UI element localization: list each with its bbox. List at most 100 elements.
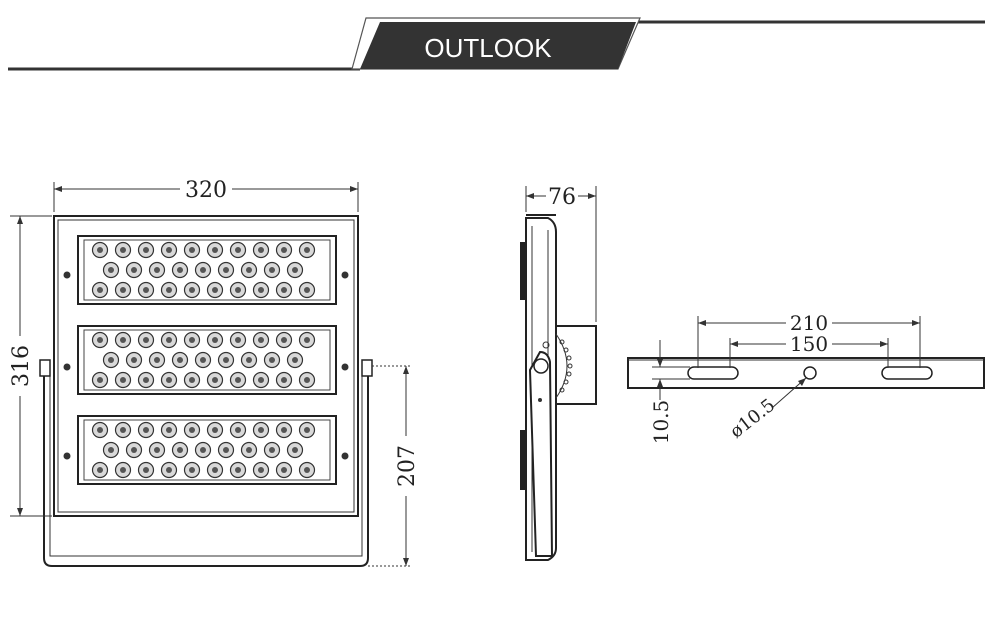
led-lens	[183, 241, 201, 259]
led-lens	[148, 441, 166, 459]
led-lens	[137, 461, 155, 479]
led-lens	[275, 281, 293, 299]
dim-front-height: 316	[9, 345, 34, 387]
led-lens	[229, 241, 247, 259]
led-lens	[171, 441, 189, 459]
led-lens	[160, 241, 178, 259]
led-lens	[206, 421, 224, 439]
led-lens	[183, 421, 201, 439]
led-lens	[240, 351, 258, 369]
led-lens	[160, 371, 178, 389]
led-lens	[183, 461, 201, 479]
led-lens	[298, 461, 316, 479]
led-lens	[252, 421, 270, 439]
outlook-banner: OUTLOOK	[8, 17, 985, 71]
led-lens	[252, 241, 270, 259]
led-lens	[240, 441, 258, 459]
led-lens	[114, 281, 132, 299]
led-lens	[91, 331, 109, 349]
dim-mount-height: 207	[395, 445, 420, 487]
led-lens	[183, 281, 201, 299]
led-lens	[160, 281, 178, 299]
led-lens	[298, 331, 316, 349]
led-lens	[183, 331, 201, 349]
led-lens	[183, 371, 201, 389]
bracket-slot-left	[687, 366, 739, 380]
led-lens	[263, 441, 281, 459]
led-module	[77, 415, 337, 485]
led-lens	[252, 461, 270, 479]
led-lens	[114, 331, 132, 349]
led-lens	[160, 331, 178, 349]
led-lens	[114, 371, 132, 389]
side-fin-bottom	[520, 430, 526, 490]
led-lens	[125, 261, 143, 279]
led-lens	[206, 331, 224, 349]
dim-bracket-outer: 210	[790, 311, 828, 335]
led-lens	[217, 351, 235, 369]
led-lens	[298, 421, 316, 439]
led-lens	[263, 261, 281, 279]
led-lens	[137, 281, 155, 299]
led-lens	[91, 241, 109, 259]
side-driver-box	[555, 325, 597, 405]
led-lens	[160, 461, 178, 479]
led-lens	[125, 441, 143, 459]
front-view: 320 316 207	[9, 178, 420, 567]
led-lens	[229, 461, 247, 479]
led-lens	[275, 421, 293, 439]
led-lens	[137, 331, 155, 349]
page-title: OUTLOOK	[424, 33, 552, 63]
led-lens	[194, 441, 212, 459]
led-lens	[298, 281, 316, 299]
bracket-center-hole	[803, 366, 817, 380]
led-lens	[206, 371, 224, 389]
dim-hole-diameter: ø10.5	[726, 395, 779, 443]
led-lens	[206, 461, 224, 479]
led-lens	[114, 461, 132, 479]
front-bracket-inner	[49, 368, 363, 557]
dim-bracket-inner: 150	[790, 332, 828, 356]
led-lens	[298, 241, 316, 259]
banner-tag-shape	[360, 22, 636, 69]
left-pivot-bolt	[39, 359, 51, 377]
bracket-slot-right	[881, 366, 933, 380]
led-lens	[102, 351, 120, 369]
led-lens	[252, 371, 270, 389]
led-lens	[171, 261, 189, 279]
led-lens	[91, 461, 109, 479]
side-pivot-nut	[533, 358, 549, 374]
led-lens	[275, 461, 293, 479]
led-lens	[194, 351, 212, 369]
housing-screws	[63, 271, 349, 460]
led-lens	[229, 371, 247, 389]
side-driver-vents	[559, 339, 573, 393]
led-lens	[91, 281, 109, 299]
bracket-view: 210 150 10.5 ø10.5	[627, 311, 985, 445]
led-lens	[240, 261, 258, 279]
led-lens	[125, 351, 143, 369]
led-lens	[148, 261, 166, 279]
led-lens	[160, 421, 178, 439]
dim-slot-width: 10.5	[649, 400, 673, 445]
led-lens	[252, 281, 270, 299]
led-lens	[137, 421, 155, 439]
led-lens	[171, 351, 189, 369]
led-lens	[114, 241, 132, 259]
led-lens	[102, 261, 120, 279]
led-module	[77, 325, 337, 395]
led-lens	[298, 371, 316, 389]
right-pivot-bolt	[361, 359, 373, 377]
led-lens	[275, 331, 293, 349]
led-lens	[275, 241, 293, 259]
led-lens	[286, 351, 304, 369]
dim-side-depth: 76	[548, 185, 576, 210]
led-lens	[102, 441, 120, 459]
led-lens	[229, 331, 247, 349]
led-lens	[91, 421, 109, 439]
side-view: 76	[520, 185, 597, 561]
led-lens	[229, 421, 247, 439]
led-lens	[194, 261, 212, 279]
led-lens	[217, 261, 235, 279]
